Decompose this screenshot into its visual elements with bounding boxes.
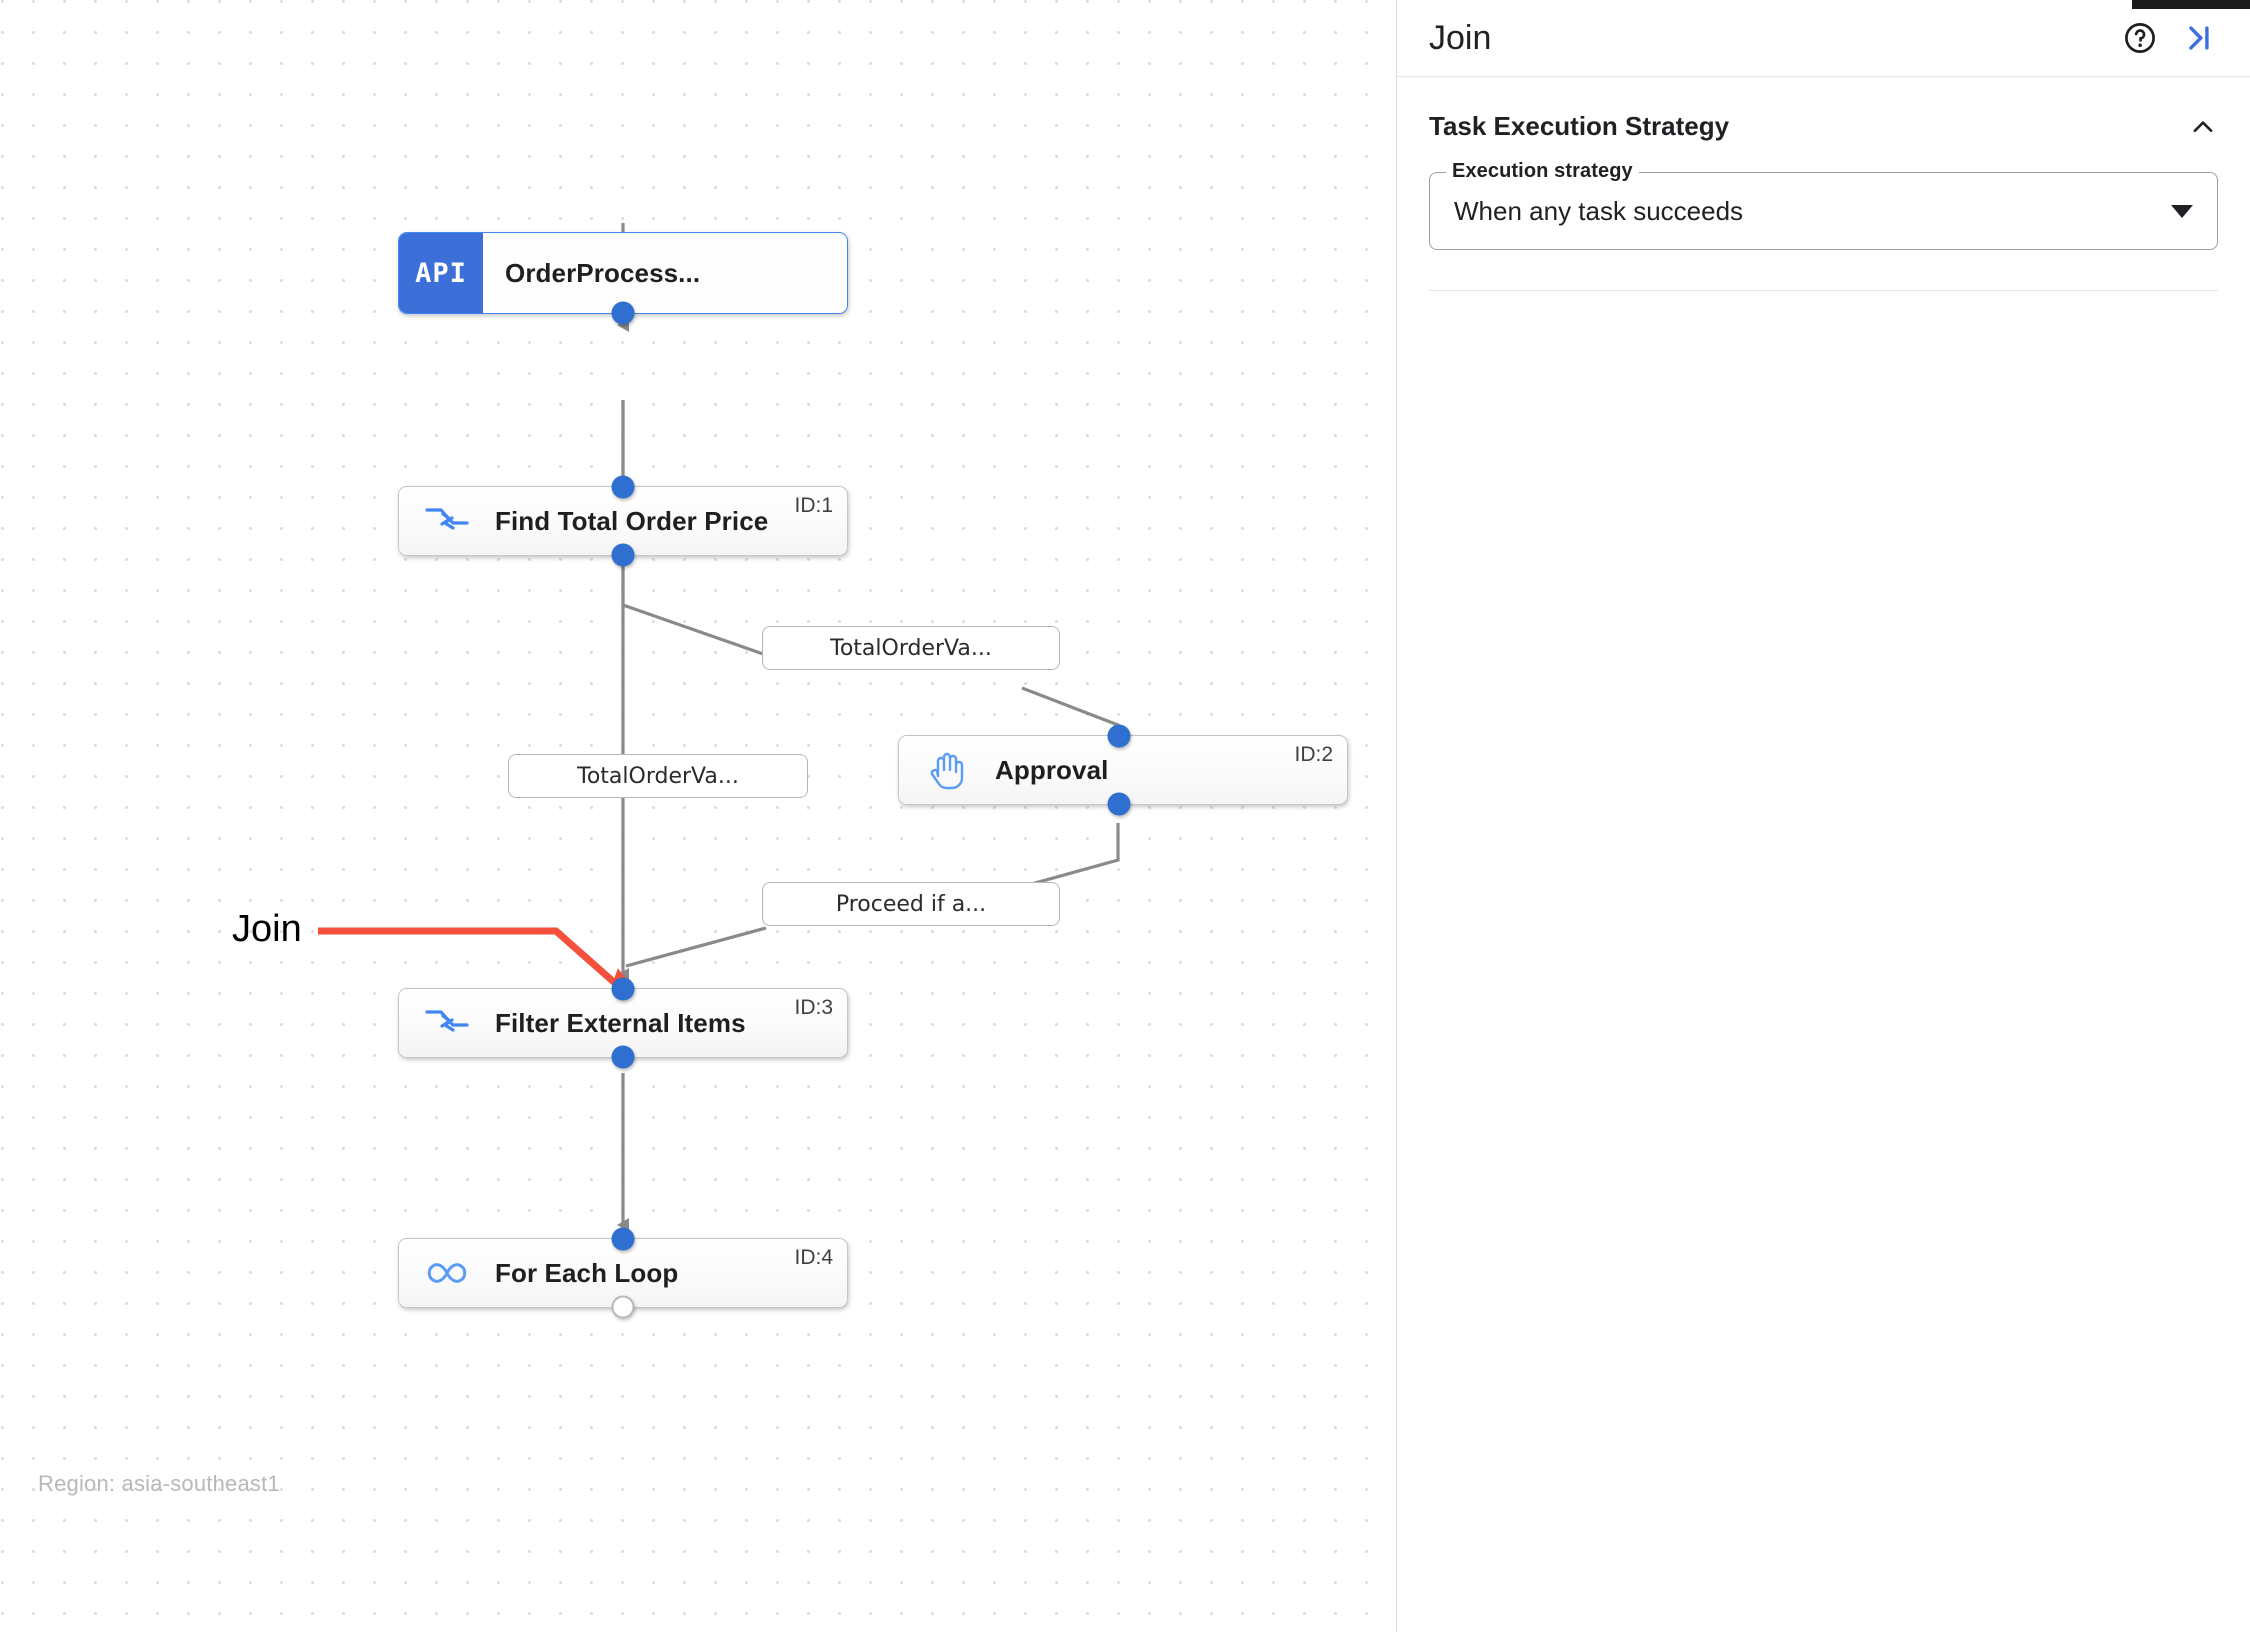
edge-label-text: Proceed if a...	[835, 891, 987, 917]
node-approval[interactable]: Approval ID:2	[898, 724, 1348, 816]
edge-label-text: TotalOrderVa...	[830, 635, 992, 661]
node-input-port[interactable]	[1107, 724, 1131, 748]
node-output-port[interactable]	[611, 1045, 635, 1069]
node-id-badge: ID:2	[1294, 743, 1333, 766]
edge-approval-to-filter-2	[625, 926, 767, 968]
section-divider	[1429, 290, 2218, 291]
section-title: Task Execution Strategy	[1429, 111, 1730, 141]
window-edge-strip	[2132, 0, 2250, 9]
node-find-total-order-price[interactable]: Find Total Order Price ID:1	[398, 475, 848, 567]
help-circle-icon[interactable]	[2118, 16, 2162, 60]
merge-arrows-icon	[399, 506, 495, 536]
node-for-each-loop[interactable]: For Each Loop ID:4	[398, 1227, 848, 1319]
execution-strategy-select[interactable]: Execution strategy When any task succeed…	[1429, 160, 2218, 250]
edge-label-approval-to-filter[interactable]: Proceed if a...	[762, 882, 1060, 926]
node-title: For Each Loop	[495, 1257, 679, 1288]
collapse-panel-right-icon[interactable]	[2176, 16, 2220, 60]
node-order-process-trigger[interactable]: API OrderProcess...	[398, 232, 848, 325]
panel-title: Join	[1429, 18, 1492, 57]
node-loop-output-port[interactable]	[611, 1295, 635, 1319]
task-execution-strategy-section: Task Execution Strategy Execution strate…	[1397, 77, 2250, 291]
edge-label-text: TotalOrderVa...	[577, 763, 739, 789]
hand-raised-icon	[899, 750, 995, 790]
node-output-port[interactable]	[611, 301, 635, 325]
chevron-up-icon[interactable]	[2188, 112, 2218, 142]
edge-approval-to-filter	[1009, 823, 1120, 892]
node-title: Find Total Order Price	[495, 505, 769, 536]
node-output-port[interactable]	[1107, 792, 1131, 816]
annotation-arrow	[318, 927, 616, 987]
workflow-canvas[interactable]: TotalOrderVa... TotalOrderVa... Proceed …	[0, 0, 1396, 1632]
node-filter-external-items[interactable]: Filter External Items ID:3	[398, 977, 848, 1069]
node-input-port[interactable]	[611, 977, 635, 1001]
panel-header: Join	[1397, 0, 2250, 77]
node-id-badge: ID:1	[794, 494, 833, 517]
node-title: Filter External Items	[495, 1007, 746, 1038]
node-input-port[interactable]	[611, 475, 635, 499]
annotation-label-join: Join	[232, 908, 302, 950]
node-id-badge: ID:3	[794, 996, 833, 1019]
execution-strategy-label: Execution strategy	[1446, 160, 1639, 183]
node-id-badge: ID:4	[794, 1246, 833, 1269]
node-output-port[interactable]	[611, 543, 635, 567]
edge-label-to-approval[interactable]: TotalOrderVa...	[762, 626, 1060, 670]
execution-strategy-value: When any task succeeds	[1454, 195, 1744, 226]
properties-panel: Join Task Execution Strategy	[1396, 0, 2250, 1632]
section-header[interactable]: Task Execution Strategy	[1429, 111, 2218, 142]
node-title: OrderProcess...	[505, 257, 701, 288]
node-title: Approval	[995, 754, 1109, 785]
region-label: Region: asia-southeast1	[38, 1471, 280, 1496]
node-input-port[interactable]	[611, 1227, 635, 1251]
infinity-icon	[399, 1260, 495, 1286]
edge-label-to-filter-direct[interactable]: TotalOrderVa...	[508, 754, 808, 798]
merge-arrows-icon	[399, 1008, 495, 1038]
dropdown-arrow-icon[interactable]	[2171, 204, 2193, 218]
api-badge-icon: API	[399, 233, 483, 313]
